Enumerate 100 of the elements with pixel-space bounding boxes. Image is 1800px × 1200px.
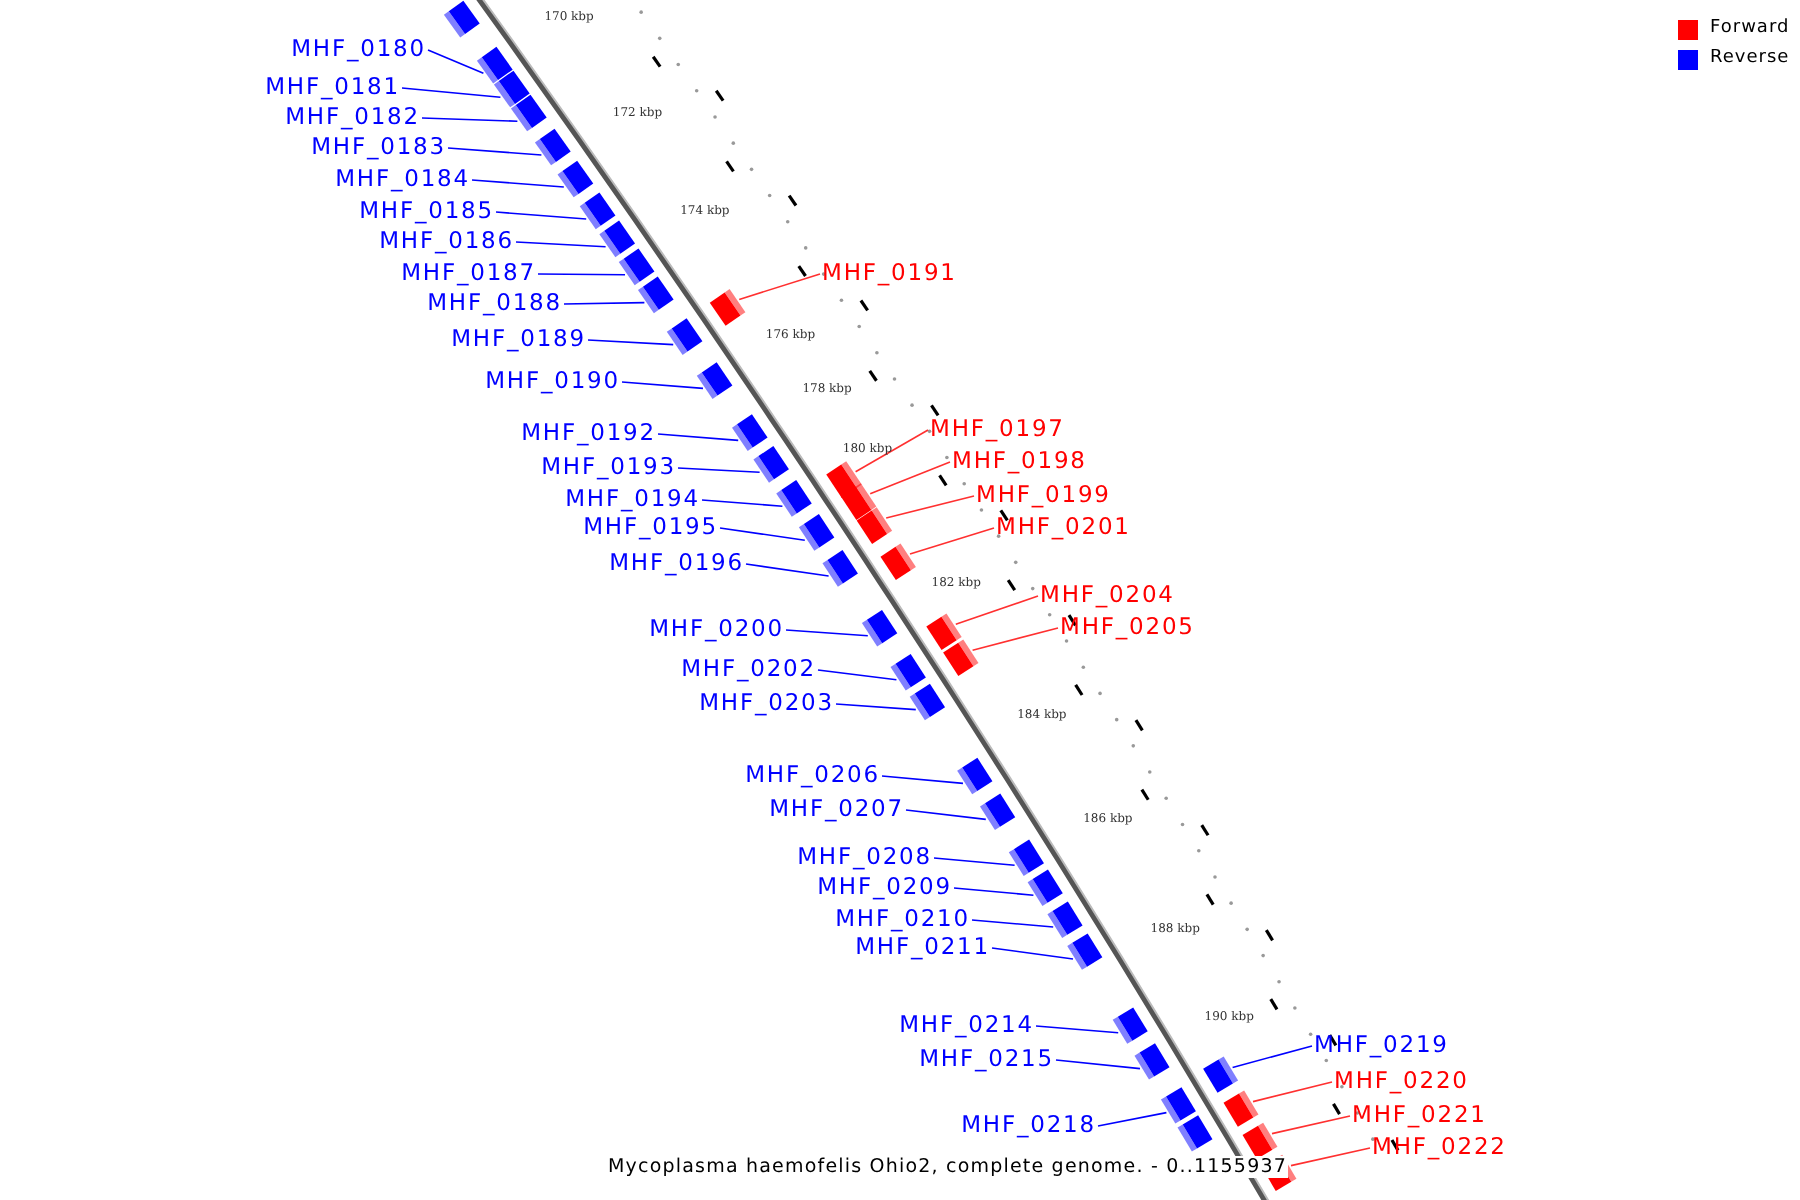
gene-label: MHF_0210 [835,906,970,932]
leader-line [563,301,646,305]
leader-line [471,179,565,188]
gene-label: MHF_0201 [996,514,1131,540]
gene-block [822,550,858,587]
leader-line [657,433,739,442]
gene-block [753,446,789,483]
gene-label: MHF_0192 [521,420,656,446]
gene-label: MHF_0214 [899,1012,1034,1038]
leader-line [785,629,869,637]
leader-line [1231,1045,1313,1069]
gene-block [1242,1122,1278,1159]
gene-label: MHF_0203 [699,690,834,716]
gene-label: MHF_0222 [1372,1134,1507,1160]
gene-label: MHF_0221 [1352,1102,1487,1128]
gene-block [1203,1056,1239,1093]
gene-label: MHF_0220 [1334,1068,1469,1094]
gene-block [534,128,571,166]
gene-label: MHF_0194 [565,486,700,512]
leader-line [401,87,502,98]
leader-line [1290,1147,1371,1167]
gene-block [709,289,746,326]
gene-block [980,793,1016,831]
gene-block [776,480,812,517]
gene-label: MHF_0188 [427,290,562,316]
gene-label: MHF_0189 [451,326,586,352]
gene-block [1134,1043,1170,1080]
leader-line [909,527,995,555]
leader-line [1035,1025,1119,1034]
gene-block [861,609,898,647]
gene-label: MHF_0197 [930,416,1065,442]
leader-line [495,211,587,220]
leader-line [421,117,519,122]
gene-block [579,192,616,230]
leader-line [515,241,607,248]
leader-line [933,857,1016,866]
gene-block [510,94,547,132]
gene-label: MHF_0181 [265,74,400,100]
gene-block [1027,869,1063,907]
leader-line [745,563,830,577]
leader-line [817,669,898,681]
gene-label: MHF_0202 [681,656,816,682]
gene-label: MHF_0195 [583,514,718,540]
gene-block [826,461,862,498]
gene-block [798,514,835,551]
gene-block [880,543,916,581]
leader-line [677,467,761,473]
leader-line [621,381,704,390]
leader-line [719,527,806,541]
gene-label: MHF_0182 [285,104,420,130]
gene-label: MHF_0198 [952,448,1087,474]
caption: Mycoplasma haemofelis Ohio2, complete genome. - 0..1155937 [608,1156,1287,1178]
gene-block [443,0,480,38]
gene-label: MHF_0200 [649,616,784,642]
legend-label: Reverse [1710,48,1790,68]
gene-block [1177,1115,1213,1152]
leader-line [955,595,1039,625]
gene-block [909,683,946,721]
leader-line [1271,1115,1351,1135]
gene-block [637,276,674,314]
gene-label: MHF_0219 [1314,1032,1449,1058]
gene-label: MHF_0218 [961,1112,1096,1138]
gene-block [666,318,703,355]
gene-label: MHF_0193 [541,454,676,480]
gene-block [1047,901,1083,938]
leader-line [738,273,821,301]
gene-label: MHF_0215 [919,1046,1054,1072]
leader-line [881,775,964,785]
gene-label: MHF_0187 [401,260,536,286]
gene-label: MHF_0185 [359,198,494,224]
gene-block [957,757,993,795]
leader-line [991,947,1074,960]
gene-block [732,414,768,451]
gene-label: MHF_0184 [335,166,470,192]
gene-label: MHF_0196 [609,550,744,576]
gene-label: MHF_0190 [485,368,620,394]
gene-label: MHF_0191 [822,260,957,286]
gene-block [1223,1090,1259,1127]
leader-line [447,147,543,156]
leader-line [953,887,1035,896]
leader-line [869,461,951,495]
gene-label: MHF_0199 [976,482,1111,508]
leader-line [835,703,917,711]
gene-block [1008,839,1044,877]
leader-line [1097,1111,1168,1127]
gene-block [1112,1007,1148,1044]
gene-label: MHF_0209 [817,874,952,900]
gene-label: MHF_0204 [1040,582,1175,608]
leader-line [1055,1059,1141,1070]
gene-label: MHF_0186 [379,228,514,254]
gene-block [1067,933,1103,970]
gene-block [696,362,733,399]
gene-block [618,248,655,286]
gene-label: MHF_0205 [1060,614,1195,640]
gene-block [557,160,594,198]
leader-line [587,339,674,346]
legend-label: Forward [1710,18,1790,38]
gene-label: MHF_0211 [855,934,990,960]
leader-line [854,429,929,473]
leader-line [1252,1081,1333,1103]
